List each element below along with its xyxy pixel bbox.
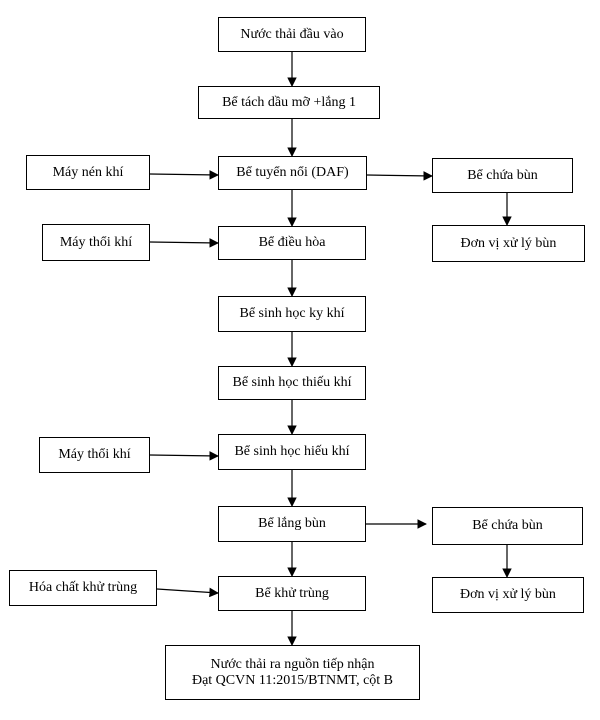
arrow-chemical-to-disinfection	[156, 587, 219, 598]
box-compressor: Máy nén khí	[26, 155, 150, 190]
box-output-water: Nước thải ra nguồn tiếp nhận Đạt QCVN 11…	[165, 645, 420, 700]
arrow-blower1-to-equalization	[149, 238, 219, 248]
box-oil-separation: Bể tách dầu mỡ +lắng 1	[198, 86, 380, 119]
box-aerobic: Bể sinh học hiếu khí	[218, 434, 366, 470]
box-chemical: Hóa chất khử trùng	[9, 570, 157, 606]
box-sludge-unit-2: Đơn vị xử lý bùn	[432, 577, 584, 613]
box-equalization: Bể điều hòa	[218, 226, 366, 260]
output-line-1: Nước thải ra nguồn tiếp nhận	[210, 656, 375, 672]
output-line-2: Đạt QCVN 11:2015/BTNMT, cột B	[191, 672, 394, 688]
arrow-blower2-to-aerobic	[149, 451, 219, 461]
box-blower-1: Máy thổi khí	[42, 224, 150, 261]
arrow-daf-to-sludge-tank1	[366, 171, 433, 181]
box-anaerobic: Bể sinh học ky khí	[218, 296, 366, 332]
box-blower-2: Máy thổi khí	[39, 437, 150, 473]
box-anoxic: Bể sinh học thiếu khí	[218, 366, 366, 400]
box-input-water: Nước thải đầu vào	[218, 17, 366, 52]
box-sludge-tank-1: Bể chứa bùn	[432, 158, 573, 193]
box-disinfection: Bể khử trùng	[218, 576, 366, 611]
box-daf: Bể tuyển nổi (DAF)	[218, 156, 367, 190]
arrow-compressor-to-daf	[149, 170, 219, 180]
box-sludge-tank-2: Bể chứa bùn	[432, 507, 583, 545]
box-sludge-unit-1: Đơn vị xử lý bùn	[432, 225, 585, 262]
box-sedimentation: Bể lắng bùn	[218, 506, 366, 542]
